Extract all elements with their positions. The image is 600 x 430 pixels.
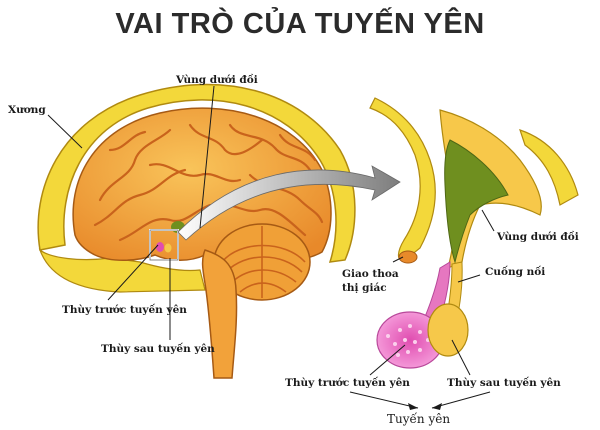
- label-optic-chiasm-2: thị giác: [342, 282, 387, 294]
- brain-tissue: [369, 97, 436, 261]
- leader-lines: [47, 85, 495, 410]
- label-hypothalamus-right: Vùng dưới đồi: [496, 230, 579, 243]
- posterior-lobe: [427, 303, 469, 357]
- label-posterior-left: Thùy sau tuyến yên: [101, 342, 215, 355]
- label-pituitary: Tuyến yên: [387, 411, 450, 426]
- label-optic-chiasm-1: Giao thoa: [342, 268, 399, 280]
- label-bone: Xương: [8, 104, 46, 116]
- page-title: VAI TRÒ CỦA TUYẾN YÊN: [115, 8, 485, 40]
- head-section: [37, 83, 356, 379]
- label-anterior-right: Thùy trước tuyến yên: [285, 376, 410, 389]
- optic-chiasm: [398, 250, 418, 264]
- hypothalamus-region: [444, 139, 509, 264]
- skull-base: [38, 248, 206, 293]
- label-posterior-right: Thùy sau tuyến yên: [447, 376, 561, 389]
- anterior-lobe-cells: [386, 324, 430, 357]
- skull-bone: [37, 83, 356, 263]
- label-hypothalamus-top: Vùng dưới đồi: [175, 73, 258, 86]
- zoom-arrow: [177, 165, 401, 241]
- pituitary-enlarged: [369, 97, 579, 369]
- label-stalk: Cuống nối: [485, 265, 545, 278]
- brain-gyri: [93, 123, 324, 242]
- brainstem: [201, 249, 238, 379]
- label-anterior-left: Thùy trước tuyến yên: [62, 303, 187, 316]
- cerebellum: [213, 223, 311, 301]
